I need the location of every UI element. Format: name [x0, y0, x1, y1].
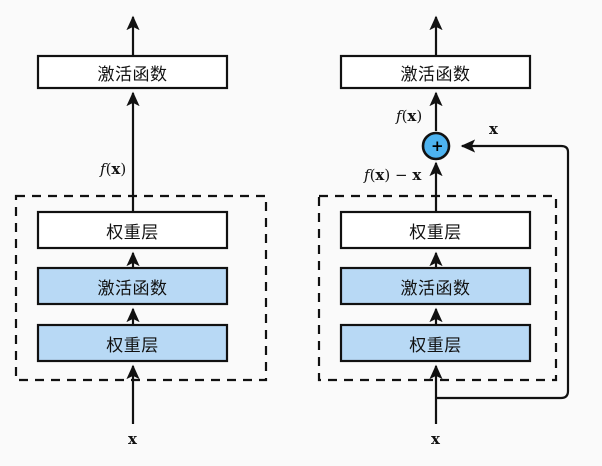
left-activation-mid-box — [36, 266, 229, 306]
left-weight-top-box — [36, 210, 229, 250]
left-dashed-group-box — [14, 194, 268, 382]
right-weight-bottom-box — [339, 323, 532, 363]
right-activation-top-box — [339, 54, 532, 90]
left-activation-top-box — [36, 54, 229, 90]
right-weight-top-box — [339, 210, 532, 250]
right-dashed-group-box — [317, 194, 558, 382]
left-weight-bottom-box — [36, 323, 229, 363]
skip-connection-path — [436, 139, 570, 400]
right-activation-mid-box — [339, 266, 532, 306]
add-node-circle — [421, 131, 451, 161]
